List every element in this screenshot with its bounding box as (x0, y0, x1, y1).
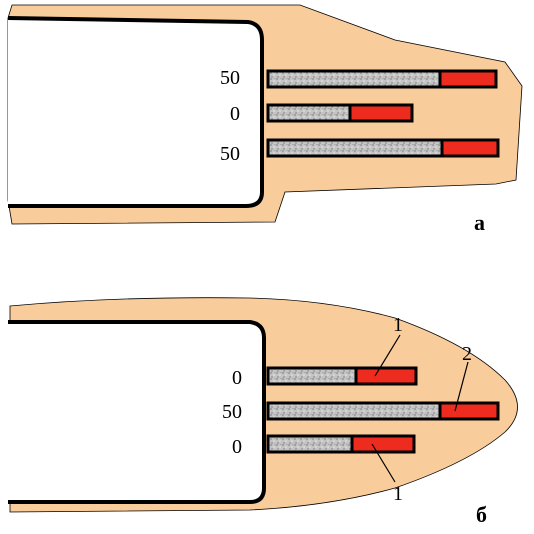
rod-b-2 (266, 401, 500, 421)
panel-a: 50 0 50 а (7, 4, 523, 235)
callout-2: 2 (462, 343, 472, 365)
rod-b-1 (266, 366, 418, 386)
callout-1-bottom: 1 (393, 483, 403, 505)
panel-letter-a: а (474, 210, 485, 235)
rod-label-b-3: 0 (232, 436, 242, 458)
rod-a-1 (266, 69, 498, 89)
rod-label-b-1: 0 (232, 367, 242, 389)
rod-a-2 (266, 103, 414, 123)
rod-label-b-2: 50 (222, 401, 242, 423)
leader-line-1-bottom (371, 443, 396, 483)
rod-label-a-1: 50 (220, 67, 240, 89)
rod-label-a-3: 50 (220, 143, 240, 165)
rod-label-a-2: 0 (230, 103, 240, 125)
leader-line-2 (454, 361, 469, 412)
cavity-a (7, 16, 264, 208)
panel-b: 0 50 0 1 2 1 б (8, 297, 518, 527)
callout-1-top: 1 (393, 314, 403, 336)
leader-line-1-top (374, 334, 401, 377)
cavity-b (8, 320, 266, 504)
rod-a-3 (266, 138, 500, 158)
rod-b-3 (266, 434, 416, 454)
panel-letter-b: б (476, 502, 487, 527)
